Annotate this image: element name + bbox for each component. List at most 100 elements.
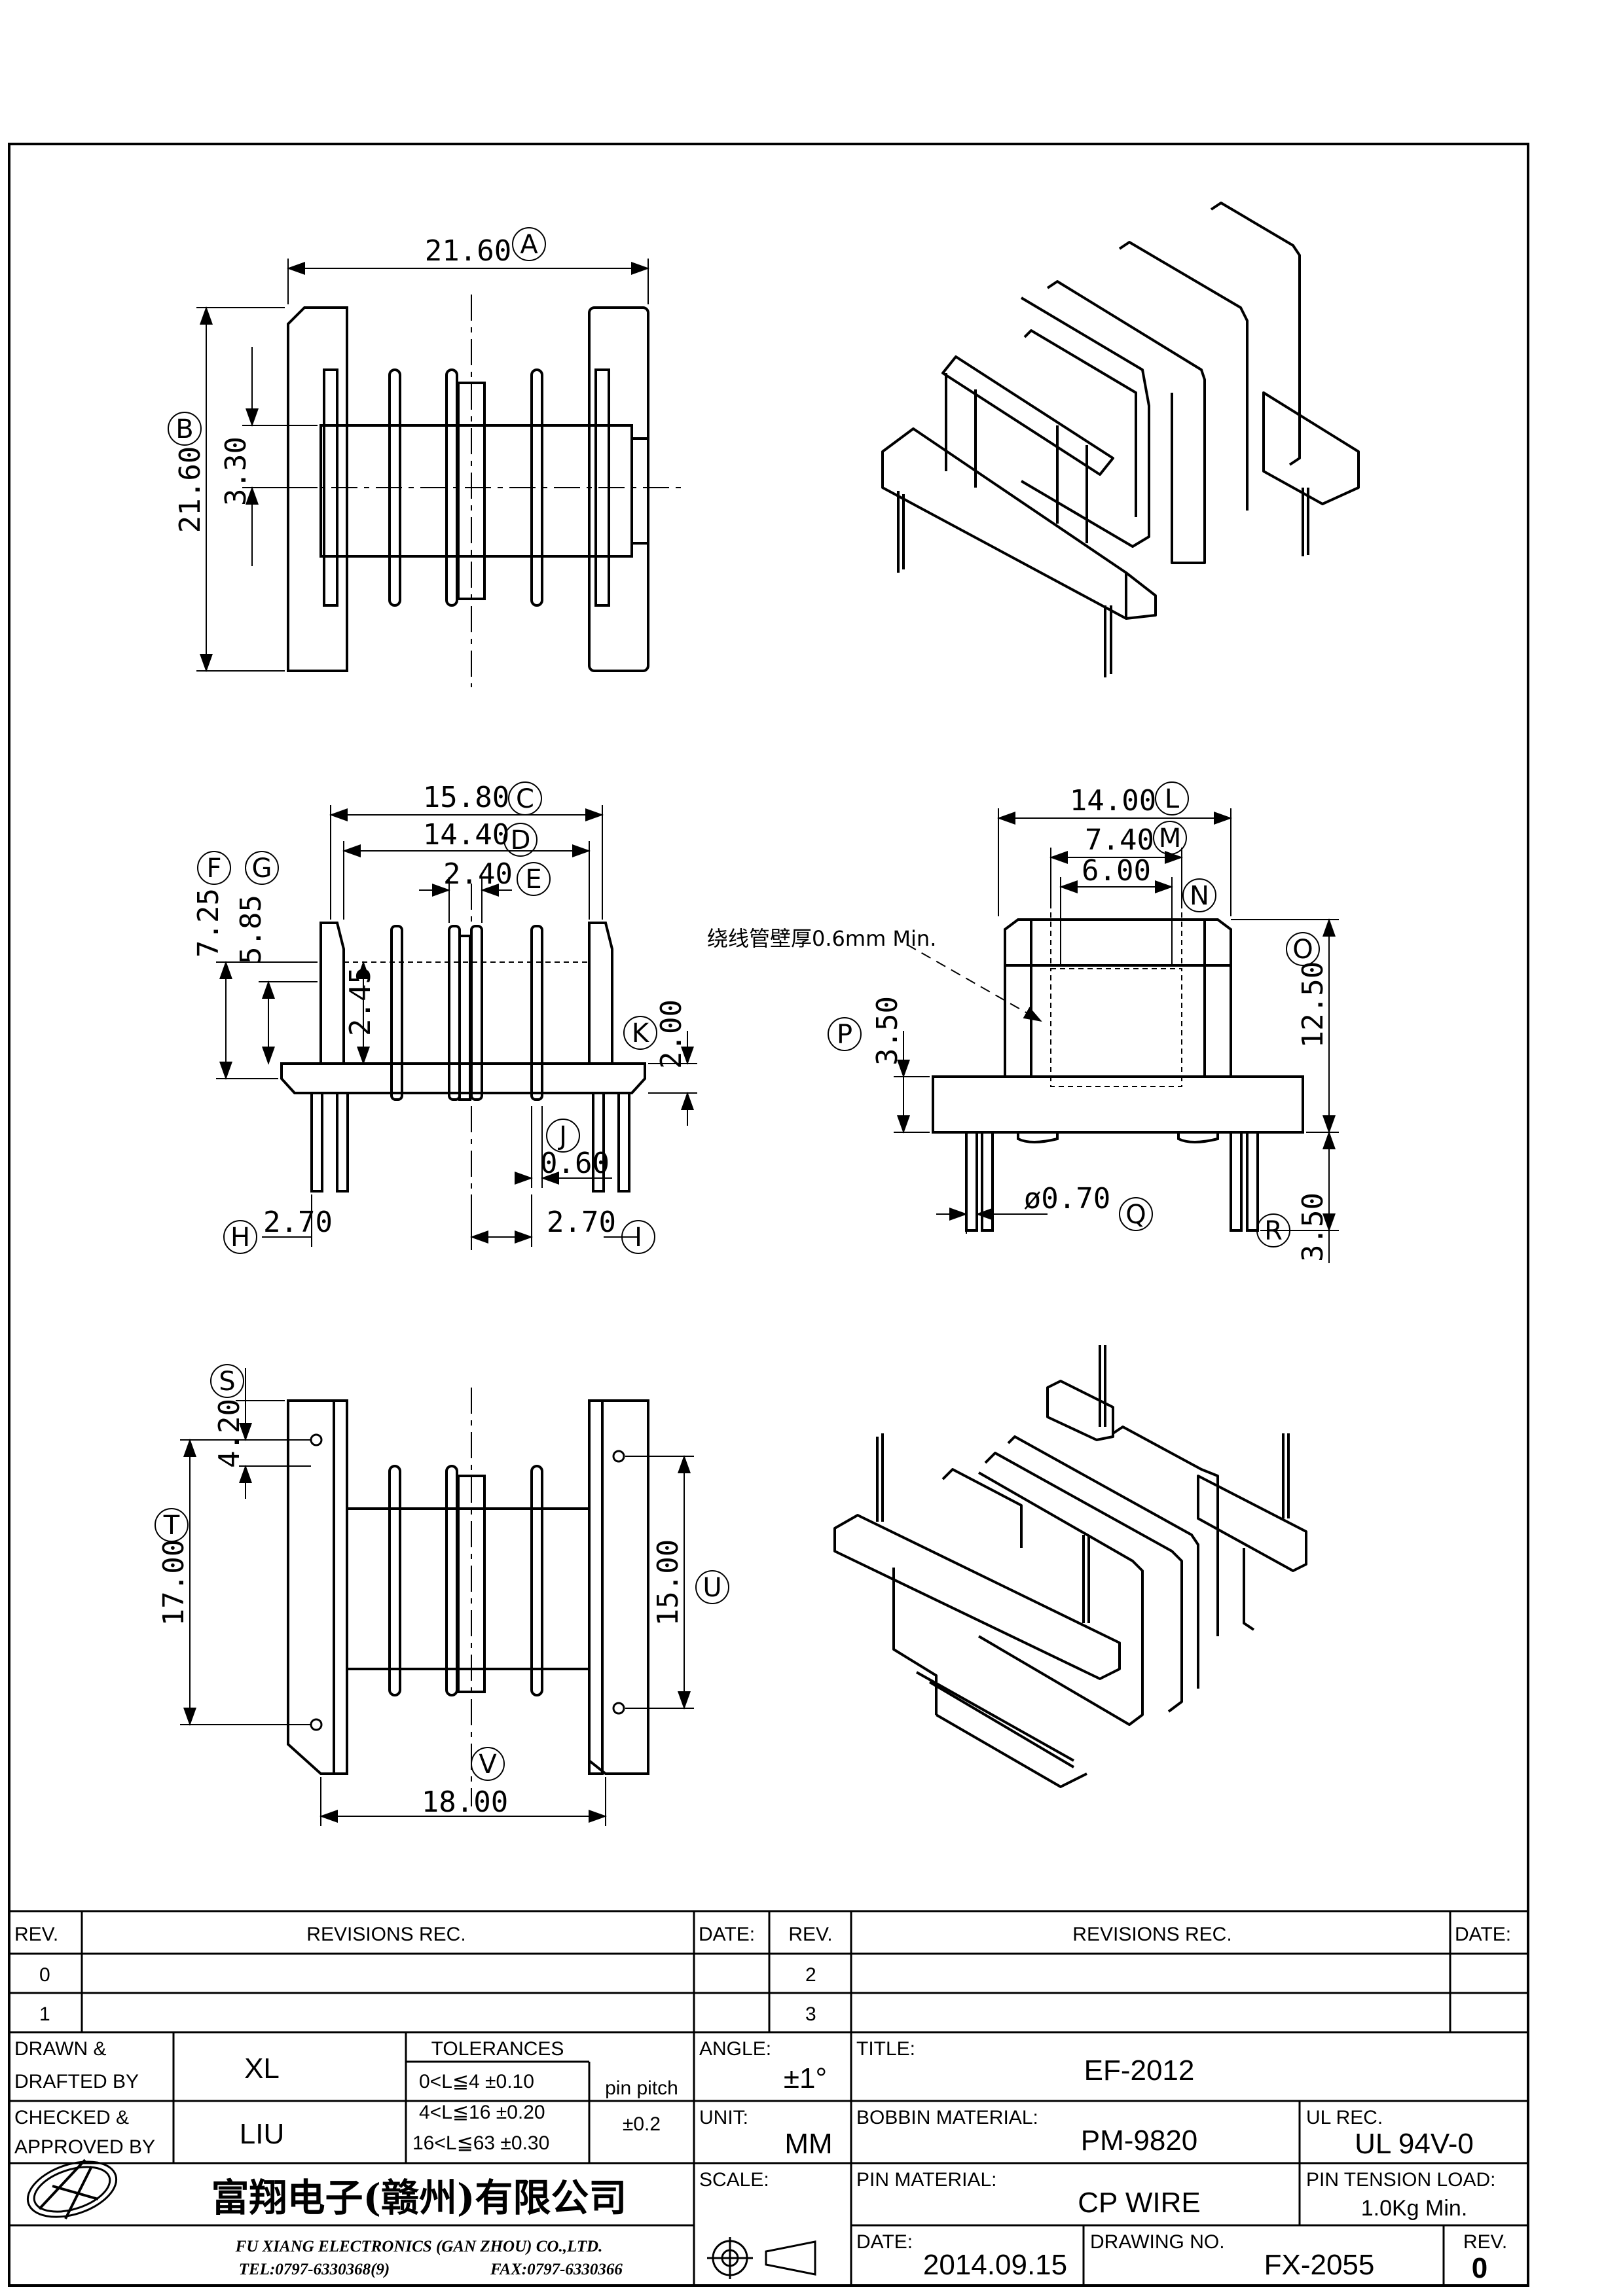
angle-label: ANGLE: <box>699 2038 771 2060</box>
date-head-right: DATE: <box>1455 1924 1511 1945</box>
dim-a: 21.60 <box>425 234 511 268</box>
top-view-dims <box>168 227 649 672</box>
label-v: V <box>479 1749 497 1780</box>
pin-pitch: pin pitch <box>605 2077 678 2099</box>
pin-tension-value: 1.0Kg Min. <box>1361 2196 1468 2221</box>
label-p: P <box>837 1020 852 1050</box>
label-k: K <box>632 1018 650 1049</box>
label-a: A <box>520 230 538 260</box>
dim-c: 15.80 <box>423 781 509 814</box>
bobbin-material-label: BOBBIN MATERIAL: <box>856 2107 1038 2128</box>
ul-rec-label: UL REC. <box>1306 2107 1383 2128</box>
checked-label-1: CHECKED & <box>14 2107 129 2128</box>
drawn-label-2: DRAFTED BY <box>14 2071 139 2092</box>
dim-l: 14.00 <box>1070 784 1156 817</box>
front-view-dims <box>197 781 697 1254</box>
dim-d: 14.40 <box>423 818 509 852</box>
side-view <box>932 903 1304 1232</box>
dim-v: 18.00 <box>422 1785 508 1819</box>
drawn-by: XL <box>244 2053 280 2085</box>
dim-n: 6.00 <box>1082 854 1151 888</box>
label-i: I <box>634 1223 642 1253</box>
dim-g: 5.85 <box>234 895 268 964</box>
label-b: B <box>175 414 193 444</box>
date-value: 2014.09.15 <box>923 2249 1067 2281</box>
rev-label: REV. <box>1463 2231 1507 2253</box>
company-name-en: FU XIANG ELECTRONICS (GAN ZHOU) CO.,LTD. <box>235 2238 603 2255</box>
label-j: J <box>557 1121 567 1151</box>
rev-row-1: 1 <box>39 2003 50 2025</box>
label-n: N <box>1190 881 1209 911</box>
label-q: Q <box>1125 1200 1146 1230</box>
label-r: R <box>1264 1216 1283 1246</box>
label-t: T <box>163 1511 180 1541</box>
bobbin-material-value: PM-9820 <box>1081 2125 1198 2157</box>
rev-row-3: 3 <box>805 2003 816 2025</box>
label-s: S <box>219 1367 235 1397</box>
label-f: F <box>206 853 221 884</box>
title-block <box>8 1910 1529 2287</box>
label-e: E <box>525 865 541 895</box>
rev-head-right: REV. <box>788 1924 832 1945</box>
drawing-no-label: DRAWING NO. <box>1090 2231 1225 2253</box>
label-l: L <box>1165 784 1180 814</box>
drawing-texts: A B C D E F G H I J K L M N O P Q R S T … <box>14 230 1511 2284</box>
label-o: O <box>1292 935 1313 965</box>
date-head-left: DATE: <box>699 1924 755 1945</box>
unit-label: UNIT: <box>699 2107 748 2128</box>
tol-row-3: 16<L≦63 ±0.30 <box>412 2132 549 2154</box>
dim-m: 7.40 <box>1085 823 1154 857</box>
label-m: M <box>1159 823 1182 853</box>
wall-thickness-note: 绕线管壁厚0.6mm Min. <box>707 926 936 951</box>
dim-t: 17.00 <box>157 1539 191 1626</box>
tol-row-2: 4<L≦16 ±0.20 <box>419 2102 545 2123</box>
label-d: D <box>511 825 531 855</box>
date-label: DATE: <box>856 2231 913 2253</box>
dim-f: 7.25 <box>192 888 225 958</box>
label-g: G <box>252 853 272 884</box>
bottom-view-dims <box>155 1364 729 1826</box>
company-name-cn: 富翔电子(赣州)有限公司 <box>211 2176 627 2220</box>
dim-k: 2.00 <box>655 999 688 1069</box>
pin-material-value: CP WIRE <box>1078 2187 1200 2219</box>
fx-logo-icon <box>26 2161 118 2218</box>
dim-e: 2.40 <box>443 857 513 891</box>
dim-b: 21.60 <box>173 446 207 533</box>
pin-material-label: PIN MATERIAL: <box>856 2169 996 2191</box>
ul-rec-value: UL 94V-0 <box>1355 2128 1474 2160</box>
dim-u: 15.00 <box>651 1539 685 1626</box>
checked-by: LIU <box>240 2118 284 2150</box>
dim-b2: 3.30 <box>219 437 253 506</box>
side-view-dims <box>828 781 1339 1263</box>
revisions-head-left: REVISIONS REC. <box>306 1924 465 1945</box>
dim-h: 2.70 <box>263 1206 333 1239</box>
title-label: TITLE: <box>856 2038 915 2060</box>
front-view <box>280 884 646 1250</box>
checked-label-2: APPROVED BY <box>14 2136 155 2158</box>
pin-tension-label: PIN TENSION LOAD: <box>1306 2169 1496 2191</box>
dim-g2: 2.45 <box>344 967 377 1036</box>
revisions-head-right: REVISIONS REC. <box>1072 1924 1231 1945</box>
label-h: H <box>230 1223 250 1253</box>
label-c: C <box>516 784 534 814</box>
dim-i: 2.70 <box>547 1206 616 1239</box>
company-tel: TEL:0797-6330368(9) <box>239 2261 390 2278</box>
tol-row-1: 0<L≦4 ±0.10 <box>419 2071 534 2092</box>
dim-p: 3.50 <box>871 996 904 1066</box>
dim-o: 12.50 <box>1296 961 1330 1048</box>
company-fax: FAX:0797-6330366 <box>490 2261 623 2278</box>
label-u: U <box>702 1573 721 1603</box>
rev-head-left: REV. <box>14 1924 58 1945</box>
dim-r: 3.50 <box>1296 1193 1330 1262</box>
bottom-view <box>287 1388 649 1806</box>
scale-label: SCALE: <box>699 2169 769 2191</box>
dim-j: 0.60 <box>540 1147 610 1180</box>
drawn-label-1: DRAWN & <box>14 2038 107 2060</box>
title-value: EF-2012 <box>1084 2054 1195 2087</box>
rev-row-2: 2 <box>805 1964 816 1986</box>
dim-s: 4.20 <box>213 1399 246 1468</box>
unit-value: MM <box>784 2128 832 2160</box>
top-view <box>242 295 684 687</box>
dim-q: ø0.70 <box>1024 1182 1110 1215</box>
